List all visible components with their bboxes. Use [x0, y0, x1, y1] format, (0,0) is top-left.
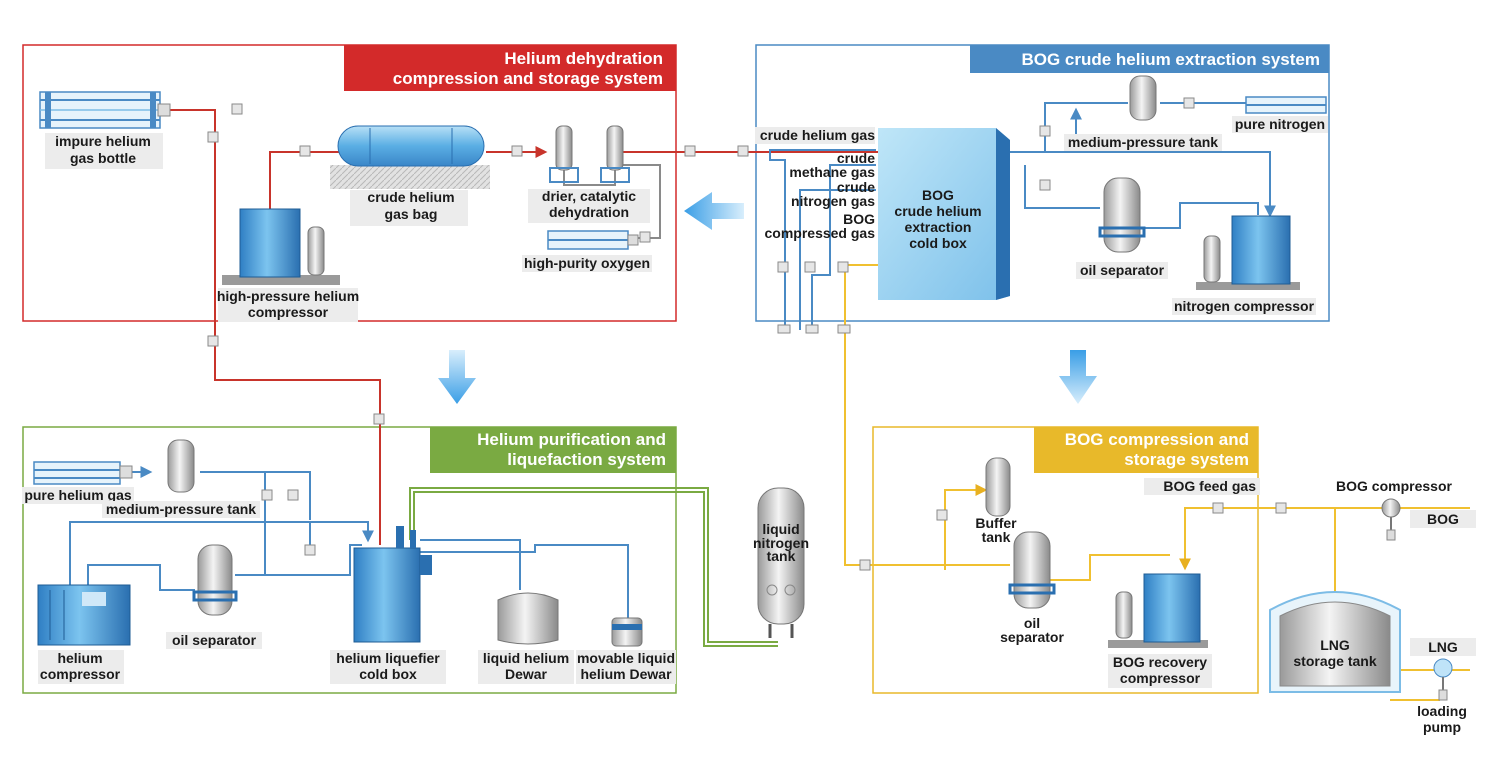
stream-bog: BOG — [1427, 511, 1459, 527]
drier-dehydration-towers — [549, 125, 630, 183]
compression-title-line1: BOG compression and — [1065, 430, 1249, 449]
stream-bog-compressor: BOG compressor — [1336, 478, 1452, 494]
stream-crude-helium: crude helium gas — [760, 127, 875, 143]
impure-bottle-label-2: gas bottle — [70, 150, 136, 166]
hp-compressor-label-1: high-pressure helium — [217, 288, 359, 304]
oil-sep-top-label: oil separator — [1080, 262, 1165, 278]
oil-sep-bottom-label: oil separator — [172, 632, 257, 648]
drier-label-2: dehydration — [549, 204, 629, 220]
stream-crude-methane-2: methane gas — [789, 164, 875, 180]
helium-compressor-label-2: compressor — [40, 666, 121, 682]
buffer-tank-label-1: Buffer — [975, 515, 1017, 531]
oil-sep-bog-label-1: oil — [1024, 615, 1040, 631]
medium-pressure-tank-top — [1129, 75, 1157, 121]
liquefier-label-1: helium liquefier — [336, 650, 440, 666]
loading-pump-icon — [1433, 658, 1453, 701]
dehydration-title-line1: Helium dehydration — [504, 49, 663, 68]
pure-nitrogen-label: pure nitrogen — [1235, 116, 1325, 132]
bog-recovery-compressor — [1108, 573, 1208, 648]
helium-compressor — [37, 584, 131, 646]
hp-compressor-label-2: compressor — [248, 304, 329, 320]
dehydration-system-box: Helium dehydration compression and stora… — [22, 44, 677, 322]
extraction-title: BOG crude helium extraction system — [1021, 50, 1320, 69]
stream-crude-methane-1: crude — [837, 150, 875, 166]
lng-storage-tank — [1269, 591, 1401, 693]
liquefier-label-2: cold box — [359, 666, 417, 682]
oil-separator-bog — [1008, 531, 1056, 609]
purification-system-box: Helium purification and liquefaction sys… — [22, 426, 677, 694]
bog-recovery-label-1: BOG recovery — [1113, 654, 1207, 670]
high-pressure-helium-compressor — [222, 208, 340, 285]
compression-title-line2: storage system — [1124, 450, 1249, 469]
cold-box-label-3: extraction — [905, 219, 972, 235]
purification-title-line2: liquefaction system — [507, 450, 666, 469]
stream-bog-compressed-2: compressed gas — [765, 225, 876, 241]
bog-pipes — [844, 264, 1470, 701]
pure-helium-label: pure helium gas — [24, 487, 132, 503]
crude-bag-label-2: gas bag — [385, 206, 438, 222]
liquid-nitrogen-tank — [757, 487, 805, 638]
helium-liquefier-cold-box — [353, 526, 432, 643]
crude-bag-label-1: crude helium — [367, 189, 454, 205]
ln2-tank-label-3: tank — [767, 548, 796, 564]
lng-tank-label-2: storage tank — [1293, 653, 1376, 669]
stream-crude-nitrogen-1: crude — [837, 179, 875, 195]
impure-helium-bottle — [39, 91, 171, 129]
helium-loop-pipes — [69, 466, 629, 618]
n2-compressor-label: nitrogen compressor — [1174, 298, 1315, 314]
crude-helium-extraction-cold-box — [878, 128, 1010, 300]
cold-box-label-4: cold box — [909, 235, 967, 251]
valve-fittings — [207, 97, 1287, 571]
dewar-label-1: liquid helium — [483, 650, 569, 666]
movable-liquid-helium-dewar — [611, 617, 643, 647]
lng-tank-label-1: LNG — [1320, 637, 1350, 653]
compression-system-box: BOG compression and storage system — [872, 426, 1259, 694]
bog-compressor-icon — [1381, 498, 1401, 541]
movable-dewar-label-2: helium Dewar — [580, 666, 672, 682]
cold-box-label-1: BOG — [922, 187, 954, 203]
mp-tank-bottom-label: medium-pressure tank — [106, 501, 256, 517]
movable-dewar-label-1: movable liquid — [577, 650, 675, 666]
pure-helium-gas-bottle — [33, 461, 133, 485]
impure-bottle-label-1: impure helium — [55, 133, 151, 149]
dehydration-title-line2: compression and storage system — [393, 69, 663, 88]
stream-bog-compressed-1: BOG — [843, 211, 875, 227]
oil-sep-bog-label-2: separator — [1000, 629, 1064, 645]
buffer-tank — [985, 457, 1011, 517]
purification-title-line1: Helium purification and — [477, 430, 666, 449]
loading-pump-label-1: loading — [1417, 703, 1467, 719]
ln2-tank-label-2: nitrogen — [753, 535, 809, 551]
hp-oxygen-label: high-purity oxygen — [524, 255, 650, 271]
oil-separator-bottom — [192, 544, 238, 616]
mp-tank-top-label: medium-pressure tank — [1068, 134, 1218, 150]
liquid-helium-dewar — [497, 592, 559, 645]
dewar-label-2: Dewar — [505, 666, 548, 682]
flow-arrow-down — [438, 350, 476, 404]
oil-separator-top — [1098, 177, 1146, 253]
flow-arrow-up — [1059, 350, 1097, 404]
stream-bog-feed: BOG feed gas — [1163, 478, 1256, 494]
nitrogen-compressor — [1196, 215, 1300, 290]
cold-box-label-2: crude helium — [894, 203, 981, 219]
medium-pressure-tank-bottom — [167, 439, 195, 493]
extraction-system-box: BOG crude helium extraction system — [755, 44, 1330, 322]
nitrogen-pipes — [769, 102, 1276, 330]
stream-crude-nitrogen-2: nitrogen gas — [791, 193, 875, 209]
helium-pipes — [170, 109, 878, 545]
flow-arrow-left — [684, 192, 744, 230]
ln2-tank-label-1: liquid — [762, 521, 799, 537]
bog-recovery-label-2: compressor — [1120, 670, 1201, 686]
loading-pump-label-2: pump — [1423, 719, 1461, 735]
pure-nitrogen-bottle — [1245, 96, 1327, 114]
helium-compressor-label-1: helium — [57, 650, 102, 666]
drier-label-1: drier, catalytic — [542, 188, 636, 204]
crude-helium-gas-bag — [330, 125, 490, 189]
ln2-pipes — [409, 487, 778, 647]
high-purity-oxygen-bottle — [547, 230, 639, 250]
buffer-tank-label-2: tank — [982, 529, 1011, 545]
stream-lng: LNG — [1428, 639, 1458, 655]
